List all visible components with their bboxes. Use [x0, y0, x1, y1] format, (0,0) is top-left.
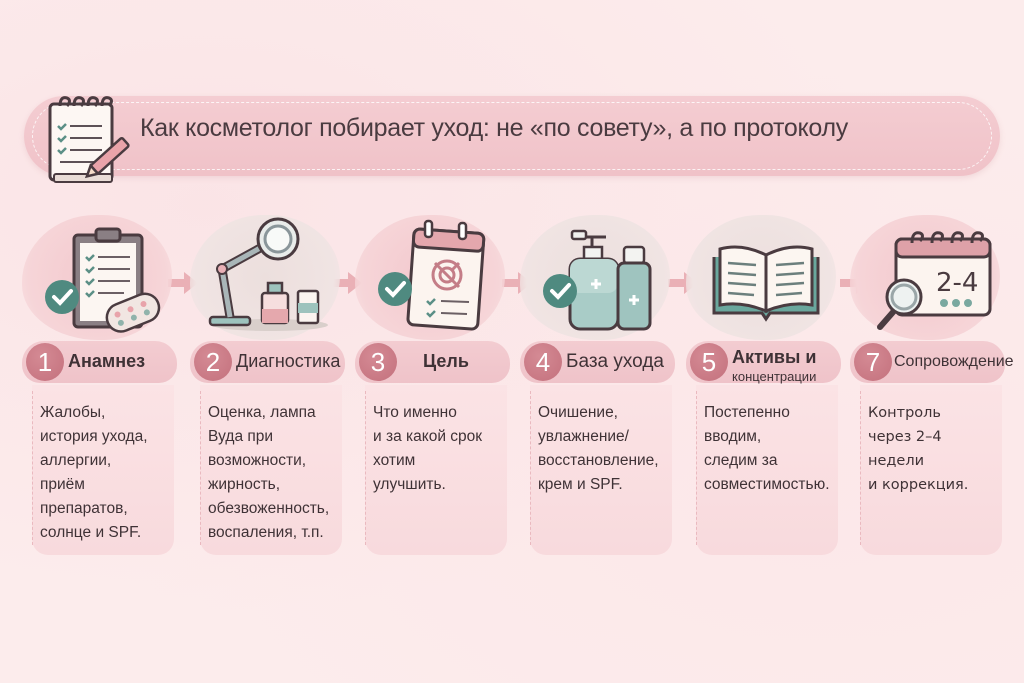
open-book-icon: [712, 245, 820, 322]
step-title: Активы и: [732, 347, 817, 367]
arrow-right-icon: [332, 272, 362, 294]
step-title: Сопровождение: [894, 353, 1014, 370]
step-number-badge: 5: [690, 343, 728, 381]
magnifier-lamp-icon: [208, 217, 328, 331]
step-number-badge: 1: [26, 343, 64, 381]
step-card: [200, 385, 342, 555]
step-description: Постепенно вводим, следим за совместимос…: [704, 404, 830, 493]
step-description: Очишение, увлажнение/ восстановление, кр…: [538, 404, 659, 493]
step-number-badge: 2: [194, 343, 232, 381]
notepad-pencil-icon: [48, 96, 130, 183]
svg-text:2-4: 2-4: [936, 268, 978, 298]
step-description: Что именно и за какой срок хотим улучшит…: [373, 404, 483, 493]
skincare-bottles-icon: [543, 229, 652, 331]
step-card: [860, 385, 1002, 555]
calendar-magnifier-icon: 2-4: [877, 231, 992, 330]
step-description: Оценка, лампа Вуда при возможности, жирн…: [208, 404, 330, 541]
step-title: Цель: [423, 351, 469, 371]
step-card: [696, 385, 838, 555]
clipboard-checklist-pills-icon: [45, 227, 161, 333]
step-card: [32, 385, 174, 555]
step-number-badge: 7: [854, 343, 892, 381]
title-banner: [24, 96, 1000, 176]
step-title: База ухода: [566, 351, 664, 372]
step-number-badge: 3: [359, 343, 397, 381]
step-description: Жалобы, история ухода, аллергии, приём п…: [40, 404, 148, 541]
step-description: Контроль через 2–4 недели и коррекция.: [868, 405, 969, 493]
step-subtitle: концентрации: [732, 369, 817, 384]
page-title: Как косметолог побирает уход: не «по сов…: [140, 114, 848, 142]
step-number-badge: 4: [524, 343, 562, 381]
step-title: Диагностика: [236, 351, 341, 371]
step-title: Анамнез: [68, 351, 146, 371]
step-card: [530, 385, 672, 555]
calendar-target-icon: [378, 219, 486, 331]
step-card: [365, 385, 507, 555]
